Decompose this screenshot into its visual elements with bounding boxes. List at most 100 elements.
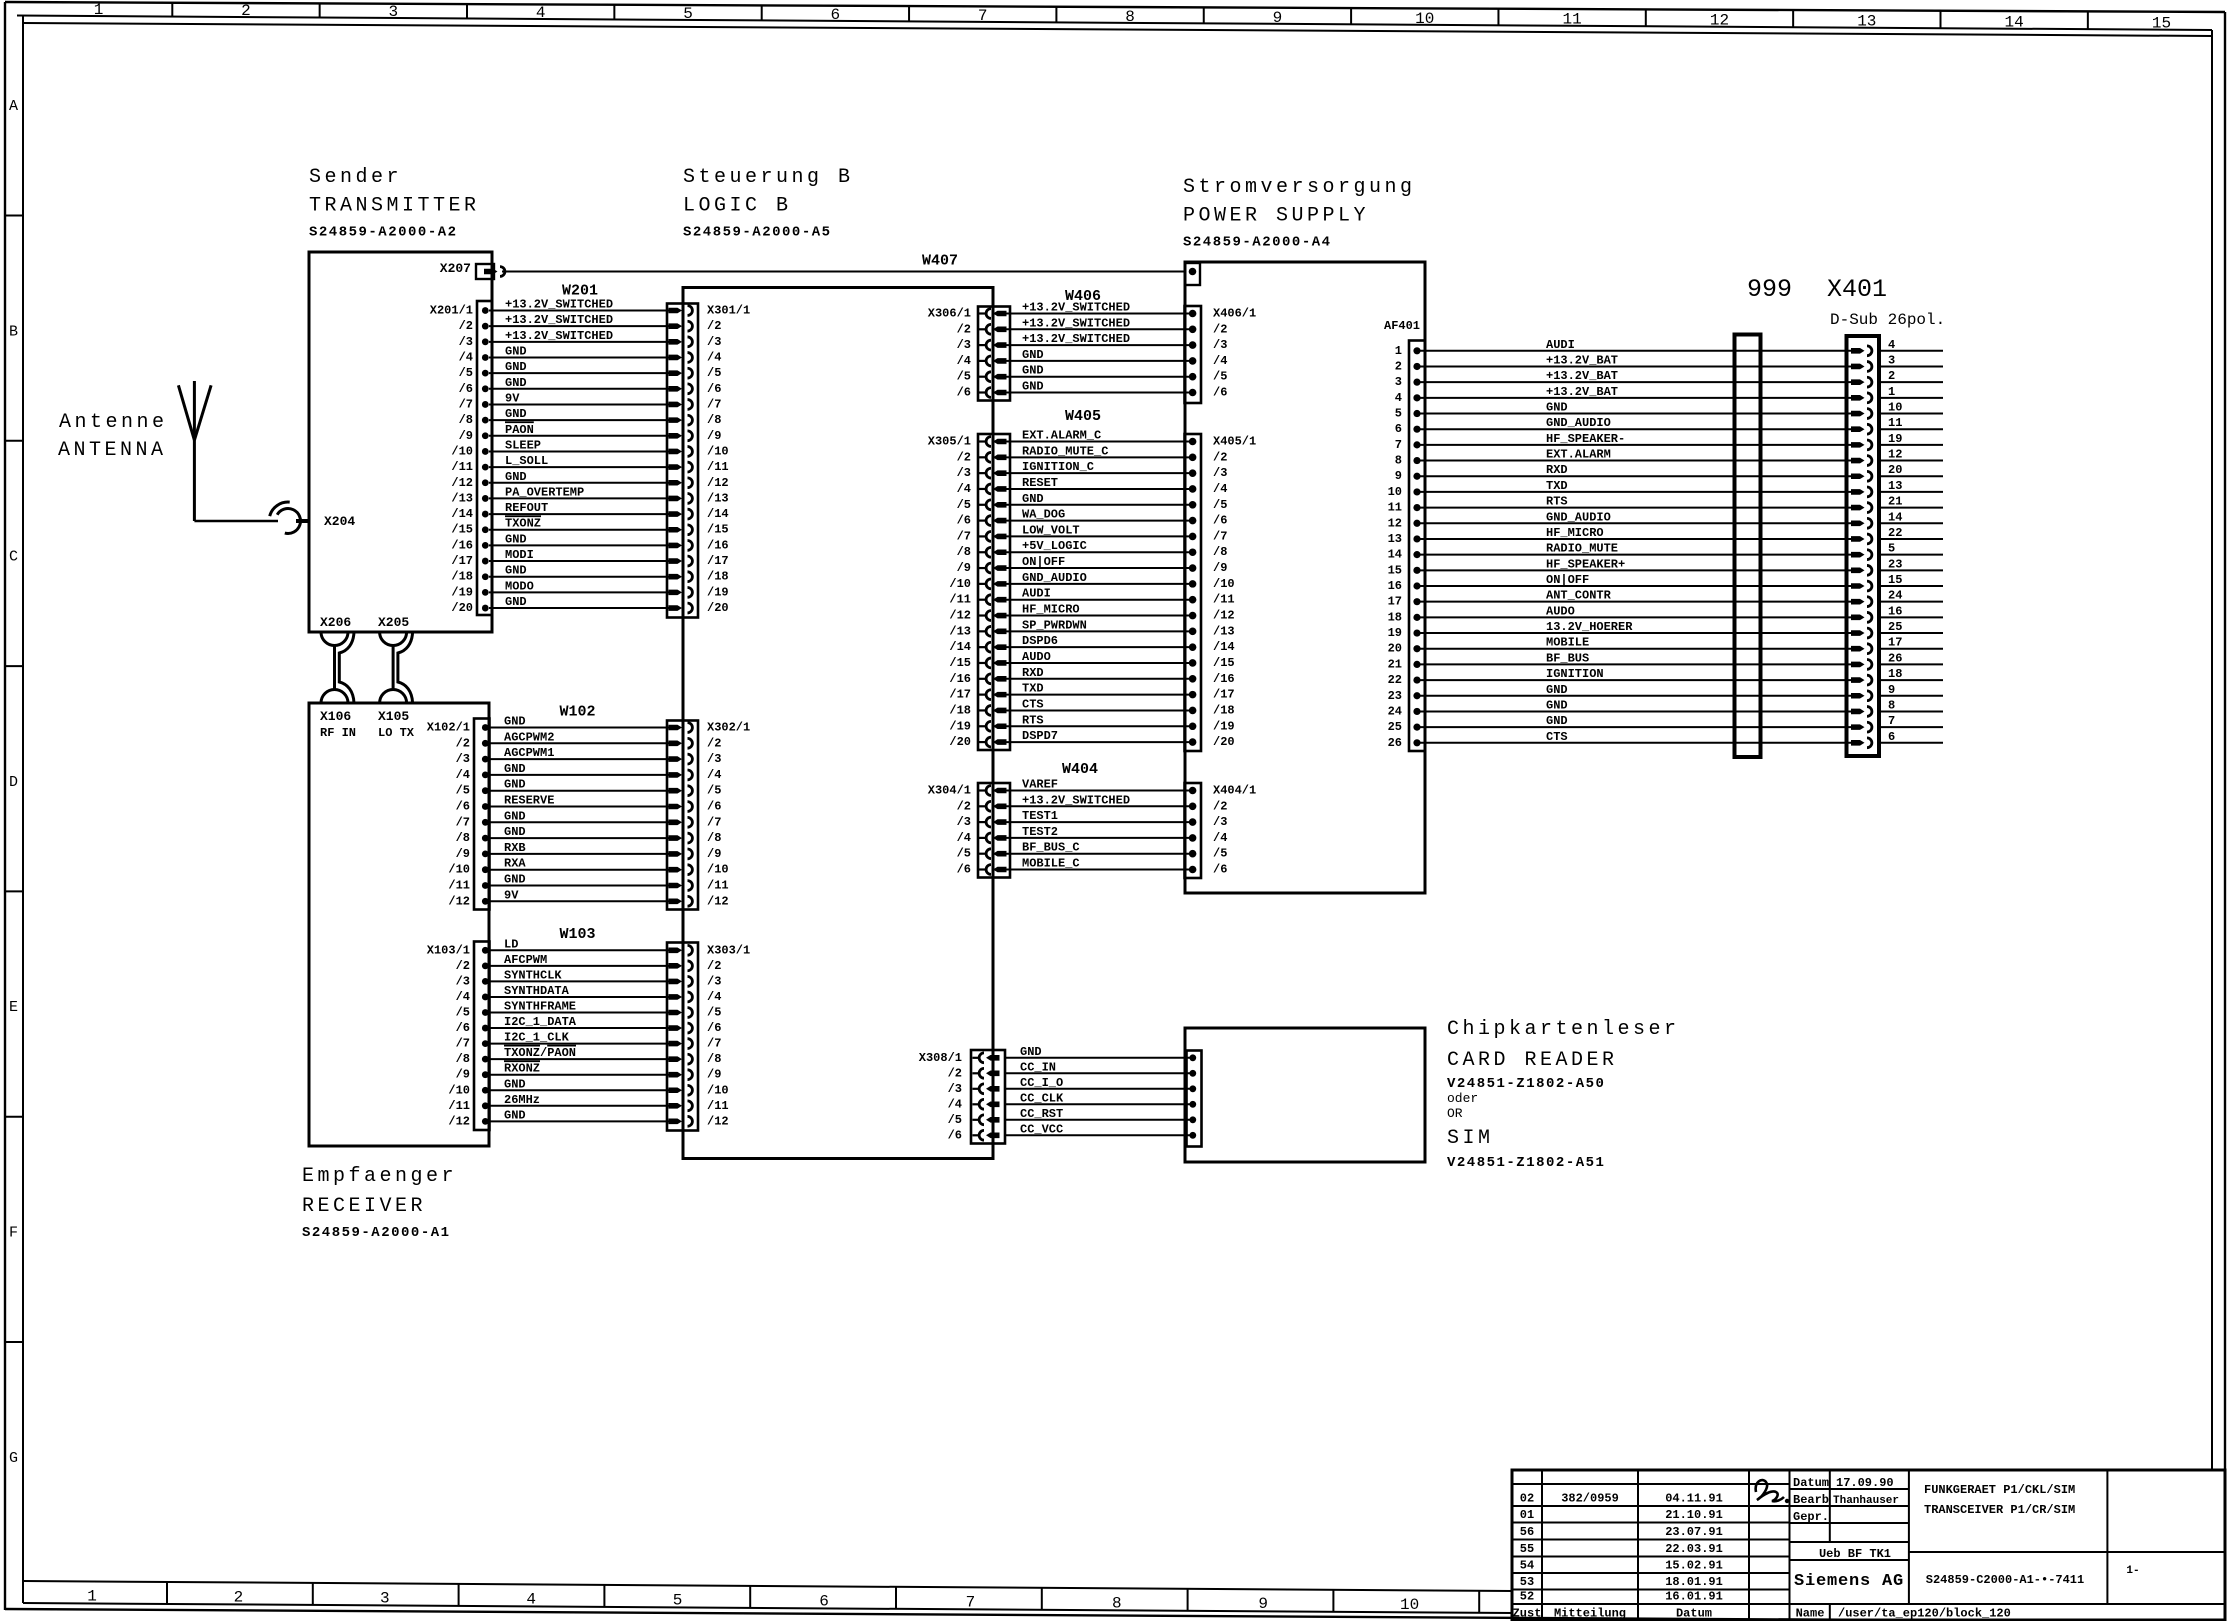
svg-text:/11: /11 bbox=[707, 879, 729, 893]
svg-text:21: 21 bbox=[1388, 657, 1402, 671]
svg-text:/12: /12 bbox=[1213, 609, 1235, 623]
svg-text:01: 01 bbox=[1520, 1508, 1534, 1522]
svg-text:/2: /2 bbox=[1213, 450, 1227, 464]
svg-text:/2: /2 bbox=[957, 799, 971, 813]
svg-text:/4: /4 bbox=[957, 354, 971, 368]
svg-text:GND_AUDIO: GND_AUDIO bbox=[1546, 416, 1611, 430]
svg-text:D: D bbox=[9, 774, 18, 791]
svg-text:/3: /3 bbox=[1213, 338, 1227, 352]
svg-text:10: 10 bbox=[1400, 1596, 1419, 1614]
svg-text:/4: /4 bbox=[707, 350, 721, 364]
svg-text:/5: /5 bbox=[957, 847, 971, 861]
svg-text:4: 4 bbox=[1888, 338, 1895, 352]
svg-text:/5: /5 bbox=[707, 784, 721, 798]
svg-text:/11: /11 bbox=[707, 460, 729, 474]
svg-text:GND: GND bbox=[1546, 714, 1568, 728]
svg-text:X103/1: X103/1 bbox=[427, 943, 470, 957]
svg-text:/12: /12 bbox=[451, 476, 473, 490]
svg-text:/4: /4 bbox=[1213, 354, 1227, 368]
svg-text:13: 13 bbox=[1388, 532, 1402, 546]
svg-text:GND: GND bbox=[504, 1077, 526, 1091]
svg-text:GND_AUDIO: GND_AUDIO bbox=[1546, 510, 1611, 524]
svg-text:/3: /3 bbox=[957, 338, 971, 352]
svg-text:ANTENNA: ANTENNA bbox=[58, 439, 167, 462]
svg-text:CC_IN: CC_IN bbox=[1020, 1060, 1056, 1074]
svg-text:MODO: MODO bbox=[505, 579, 534, 593]
svg-text:/15: /15 bbox=[451, 523, 473, 537]
svg-text:GND: GND bbox=[1546, 683, 1568, 697]
svg-text:Name: Name bbox=[1796, 1607, 1825, 1621]
svg-text:GND: GND bbox=[1022, 364, 1044, 378]
svg-text:19: 19 bbox=[1888, 432, 1902, 446]
svg-text:10: 10 bbox=[1415, 10, 1434, 28]
svg-text:TXONZ/PAON: TXONZ/PAON bbox=[504, 1046, 576, 1060]
svg-text:17: 17 bbox=[1888, 636, 1902, 650]
svg-text:/8: /8 bbox=[459, 413, 473, 427]
svg-text:/6: /6 bbox=[957, 514, 971, 528]
svg-text:X201/1: X201/1 bbox=[430, 304, 473, 318]
svg-text:Antenne: Antenne bbox=[59, 411, 168, 434]
svg-text:6: 6 bbox=[831, 6, 841, 24]
svg-text:S24859-A2000-A4: S24859-A2000-A4 bbox=[1183, 235, 1332, 251]
svg-text:13: 13 bbox=[1888, 479, 1902, 493]
svg-text:/6: /6 bbox=[1213, 386, 1227, 400]
svg-text:54: 54 bbox=[1520, 1559, 1534, 1573]
svg-text:/4: /4 bbox=[957, 831, 971, 845]
svg-text:RXD: RXD bbox=[1546, 463, 1568, 477]
svg-text:25: 25 bbox=[1888, 620, 1902, 634]
svg-text:12: 12 bbox=[1888, 448, 1902, 462]
svg-text:AFCPWM: AFCPWM bbox=[504, 953, 547, 967]
svg-text:BF_BUS: BF_BUS bbox=[1546, 651, 1589, 665]
svg-text:8: 8 bbox=[1112, 1594, 1122, 1612]
svg-text:W102: W102 bbox=[559, 704, 595, 721]
svg-text:/5: /5 bbox=[957, 370, 971, 384]
svg-text:/20: /20 bbox=[451, 601, 473, 615]
svg-text:4: 4 bbox=[526, 1590, 536, 1608]
svg-text:/18: /18 bbox=[949, 703, 971, 717]
svg-text:AUDI: AUDI bbox=[1022, 587, 1051, 601]
svg-text:/4: /4 bbox=[948, 1097, 962, 1111]
svg-text:RECEIVER: RECEIVER bbox=[302, 1195, 426, 1218]
svg-text:+13.2V_SWITCHED: +13.2V_SWITCHED bbox=[1022, 793, 1130, 807]
svg-text:Ueb BF TK1: Ueb BF TK1 bbox=[1819, 1547, 1891, 1561]
svg-text:26: 26 bbox=[1388, 736, 1402, 750]
svg-text:/12: /12 bbox=[707, 1114, 729, 1128]
svg-text:X405/1: X405/1 bbox=[1213, 435, 1256, 449]
svg-text:TXD: TXD bbox=[1022, 682, 1044, 696]
svg-text:OR: OR bbox=[1447, 1106, 1463, 1121]
svg-text:+13.2V_SWITCHED: +13.2V_SWITCHED bbox=[1022, 301, 1130, 315]
svg-text:/10: /10 bbox=[451, 444, 473, 458]
svg-text:/3: /3 bbox=[456, 974, 470, 988]
svg-text:SYNTHDATA: SYNTHDATA bbox=[504, 984, 570, 998]
svg-text:/9: /9 bbox=[957, 561, 971, 575]
svg-text:/10: /10 bbox=[448, 1083, 470, 1097]
svg-text:LD: LD bbox=[504, 937, 518, 951]
svg-text:/2: /2 bbox=[957, 322, 971, 336]
svg-text:56: 56 bbox=[1520, 1525, 1534, 1539]
svg-text:/14: /14 bbox=[1213, 640, 1235, 654]
svg-text:3: 3 bbox=[1888, 353, 1895, 367]
svg-text:22.03.91: 22.03.91 bbox=[1665, 1542, 1723, 1556]
svg-text:GND: GND bbox=[1546, 698, 1568, 712]
svg-text:X207: X207 bbox=[440, 261, 471, 276]
svg-text:5: 5 bbox=[1395, 407, 1402, 421]
svg-text:/12: /12 bbox=[448, 894, 470, 908]
svg-text:/9: /9 bbox=[456, 1068, 470, 1082]
svg-text:/6: /6 bbox=[1213, 514, 1227, 528]
svg-text:6: 6 bbox=[1888, 730, 1895, 744]
svg-text:Stromversorgung: Stromversorgung bbox=[1183, 176, 1416, 199]
svg-text:/3: /3 bbox=[707, 335, 721, 349]
svg-text:/15: /15 bbox=[949, 656, 971, 670]
svg-text:TXD: TXD bbox=[1546, 479, 1568, 493]
svg-text:/9: /9 bbox=[707, 1068, 721, 1082]
svg-text:CTS: CTS bbox=[1022, 697, 1044, 711]
svg-text:/11: /11 bbox=[451, 460, 473, 474]
svg-text:Sender: Sender bbox=[309, 166, 402, 189]
svg-text:15.02.91: 15.02.91 bbox=[1665, 1559, 1723, 1573]
svg-text:W405: W405 bbox=[1065, 408, 1101, 425]
svg-text:TRANSCEIVER P1/CR/SIM: TRANSCEIVER P1/CR/SIM bbox=[1924, 1503, 2075, 1517]
svg-text:GND: GND bbox=[505, 344, 527, 358]
svg-text:/7: /7 bbox=[456, 1037, 470, 1051]
svg-text:AGCPWM2: AGCPWM2 bbox=[504, 730, 554, 744]
svg-text:/9: /9 bbox=[1213, 561, 1227, 575]
